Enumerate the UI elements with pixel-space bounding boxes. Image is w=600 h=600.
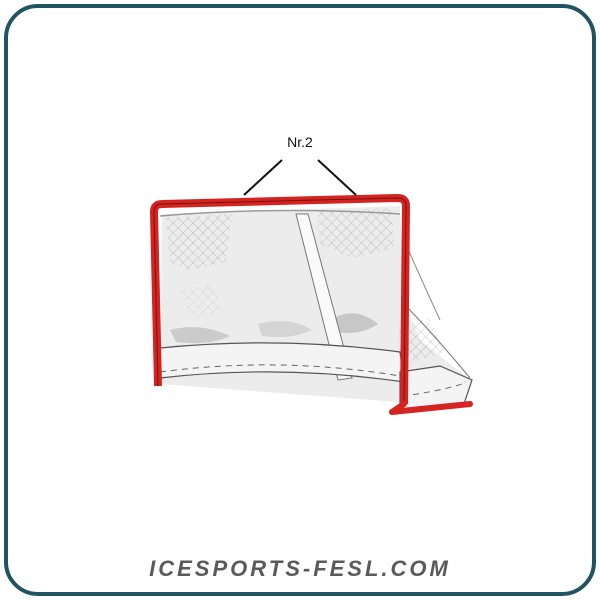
brand-footer: ICESPORTS-FESL.COM [149, 556, 451, 581]
goal-post-frame [150, 194, 473, 415]
callout-lines [243, 159, 357, 196]
callout-label: Nr.2 [287, 134, 313, 150]
